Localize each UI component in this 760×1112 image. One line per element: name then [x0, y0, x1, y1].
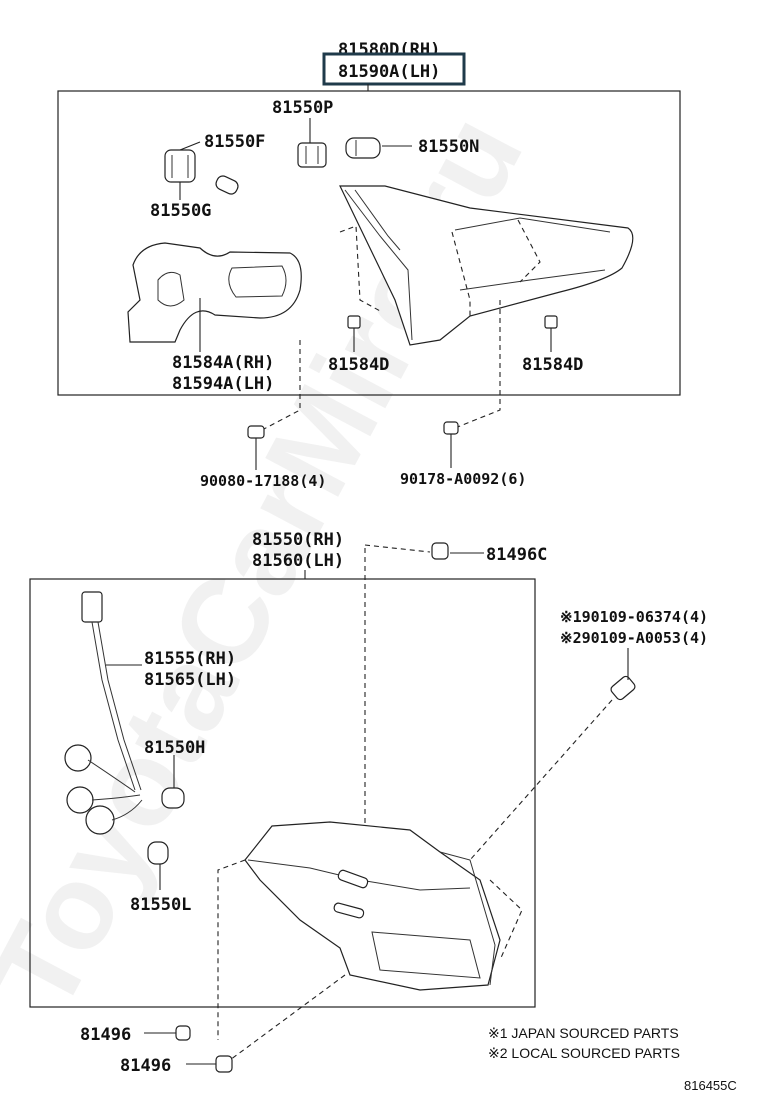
- label-90109-06374[interactable]: ※190109-06374(4): [560, 608, 708, 626]
- gasket-81584a-drawing: [127, 242, 302, 343]
- label-81590a-lh[interactable]: 81590A(LH): [338, 62, 440, 82]
- clip-81496-2-drawing: [215, 1055, 233, 1073]
- socket-81550g-drawing: [164, 149, 196, 183]
- label-90080-17188[interactable]: 90080-17188(4): [200, 472, 326, 490]
- label-81550l[interactable]: 81550L: [130, 895, 191, 915]
- clip-81496c-drawing: [431, 542, 449, 560]
- label-81496-1[interactable]: 81496: [80, 1025, 131, 1045]
- bulb-81550l-drawing: [147, 841, 169, 865]
- clip-81496-1-drawing: [175, 1025, 191, 1041]
- bulb-81550f-drawing: [215, 175, 239, 195]
- clip-81584d-2-drawing: [544, 315, 558, 352]
- label-81496-2[interactable]: 81496: [120, 1056, 171, 1076]
- upper-assembly: 81580D(RH) 81590A(LH): [57, 40, 681, 490]
- screw-90109-drawing: [610, 675, 636, 701]
- label-81560-lh[interactable]: 81560(LH): [252, 551, 344, 571]
- clip-90178-drawing: [443, 421, 459, 435]
- tail-lamp-81550-drawing: [244, 821, 501, 991]
- lower-assembly: 81550(RH) 81560(LH) 81496C 81555(RH) 815…: [29, 530, 708, 1076]
- label-81565-lh[interactable]: 81565(LH): [144, 670, 236, 690]
- highlight-box: [322, 52, 466, 86]
- label-81550p[interactable]: 81550P: [272, 98, 333, 118]
- label-81550f[interactable]: 81550F: [204, 132, 265, 152]
- bulb-81550n-drawing: [345, 137, 381, 159]
- wire-harness-81555-drawing: [64, 591, 143, 835]
- socket-81550p-drawing: [297, 142, 327, 168]
- label-81555-rh[interactable]: 81555(RH): [144, 649, 236, 669]
- label-81550n[interactable]: 81550N: [418, 137, 479, 157]
- label-81584d-1[interactable]: 81584D: [328, 355, 389, 375]
- upper-frame: [57, 90, 681, 396]
- label-90178-a0092[interactable]: 90178-A0092(6): [400, 470, 526, 488]
- label-90109-a0053[interactable]: ※290109-A0053(4): [560, 629, 708, 647]
- nut-90080-drawing: [247, 425, 265, 439]
- label-81550g[interactable]: 81550G: [150, 201, 211, 221]
- lower-frame: [29, 578, 536, 1008]
- lens-81580d-drawing: [339, 185, 634, 346]
- label-81584a-rh[interactable]: 81584A(RH): [172, 353, 274, 373]
- bulb-81550h-drawing: [161, 787, 185, 809]
- label-81584d-2[interactable]: 81584D: [522, 355, 583, 375]
- clip-81584d-1-drawing: [347, 315, 361, 352]
- note-local-sourced: ※2 LOCAL SOURCED PARTS: [488, 1045, 680, 1061]
- note-japan-sourced: ※1 JAPAN SOURCED PARTS: [488, 1025, 679, 1041]
- label-81496c[interactable]: 81496C: [486, 545, 547, 565]
- label-81550h[interactable]: 81550H: [144, 738, 205, 758]
- label-81594a-lh[interactable]: 81594A(LH): [172, 374, 274, 394]
- label-81550-rh[interactable]: 81550(RH): [252, 530, 344, 550]
- diagram-code: 816455C: [684, 1078, 737, 1093]
